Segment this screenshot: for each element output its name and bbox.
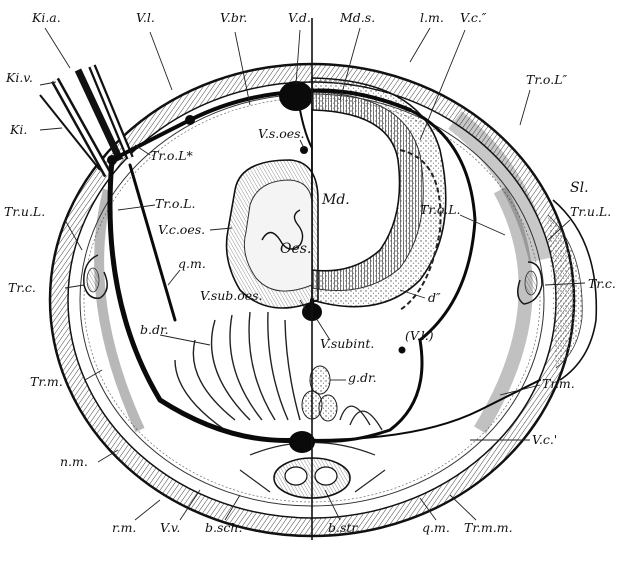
label-vcoes: V.c.oes. xyxy=(158,222,205,237)
label-gdr: g.dr. xyxy=(348,370,377,385)
label-md: Md. xyxy=(321,192,350,208)
label-ki-a: Ki.a. xyxy=(31,10,61,25)
label-vsuboes: V.sub.oes. xyxy=(200,288,263,303)
oesophagus xyxy=(227,160,319,308)
label-nm: n.m. xyxy=(60,454,88,469)
label-vbr: V.br. xyxy=(220,10,247,25)
label-sl: Sl. xyxy=(570,180,589,196)
label-trmm: Tr.m.m. xyxy=(464,520,513,535)
label-vv: V.v. xyxy=(160,520,180,535)
label-lm: l.m. xyxy=(420,10,444,25)
label-trm-right: Tr.m. xyxy=(542,376,575,391)
label-rm: r.m. xyxy=(112,520,136,535)
label-vl-paren: (V.l.) xyxy=(405,328,434,343)
label-d-double-prime: d″ xyxy=(428,290,441,305)
label-qm-lower: q.m. xyxy=(422,520,450,535)
label-bsch: b.sch. xyxy=(205,520,242,535)
label-trol-double-prime: Tr.o.L″ xyxy=(526,72,567,87)
label-trol: Tr.o.L. xyxy=(155,196,195,211)
label-trul-right: Tr.u.L. xyxy=(570,204,611,219)
label-vl: V.l. xyxy=(136,10,155,25)
label-oes: Oes. xyxy=(280,241,311,257)
label-trul-left: Tr.u.L. xyxy=(4,204,45,219)
label-vd: V.d. xyxy=(288,10,311,25)
label-vc-double-prime: V.c.″ xyxy=(460,10,487,25)
label-bdr: b.dr. xyxy=(140,322,169,337)
label-vsubint: V.subint. xyxy=(320,336,374,351)
label-trm-left: Tr.m. xyxy=(30,374,63,389)
label-bstr: b.str. xyxy=(328,520,360,535)
label-trc-right: Tr.c. xyxy=(588,276,616,291)
label-ki: Ki. xyxy=(9,122,27,137)
label-vc-prime: V.c.' xyxy=(532,432,557,447)
label-trol-star: Tr.o.L* xyxy=(150,148,193,163)
label-trc-left: Tr.c. xyxy=(8,280,36,295)
label-ki-v: Ki.v. xyxy=(5,70,33,85)
label-trol-prime: Tr.o.L. xyxy=(420,202,460,217)
label-qm-upper: q.m. xyxy=(178,256,206,271)
label-vsoes: V.s.oes. xyxy=(258,126,305,141)
label-mds: Md.s. xyxy=(339,10,375,25)
